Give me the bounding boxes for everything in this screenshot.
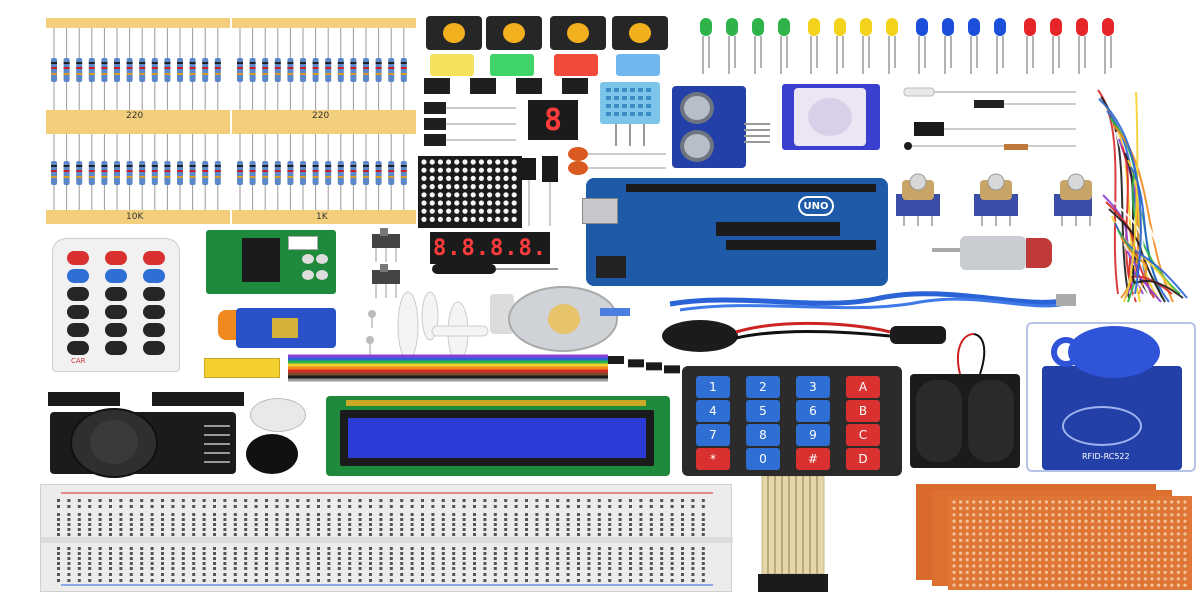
keypad-key: 3 <box>796 376 830 398</box>
misc-components <box>903 87 1076 150</box>
ir-remote: CAR <box>52 238 180 372</box>
remote-brand: CAR <box>71 357 86 365</box>
rfid-keyfob <box>1051 326 1160 378</box>
keypad-key: 5 <box>746 400 780 422</box>
usb-cable <box>669 291 1076 312</box>
buzzer-passive <box>250 398 306 432</box>
led-row <box>700 18 1114 74</box>
keypad-key: 1 <box>696 376 730 398</box>
keypad-key: B <box>846 400 880 422</box>
relay-module <box>204 358 280 378</box>
joystick-module <box>50 408 236 478</box>
battery-clip <box>662 320 946 352</box>
button-cap-yellow <box>430 54 474 76</box>
keypad-key: # <box>796 448 830 470</box>
battery-holder-wires <box>956 333 986 375</box>
keypad-ribbon <box>758 476 828 592</box>
rfid-label: RFID-RC522 <box>1082 452 1130 461</box>
header-pins <box>48 392 244 406</box>
jumper-wires-bundle <box>1097 89 1188 303</box>
resistor-label: 220 <box>126 111 144 121</box>
led-dot-matrix <box>418 156 522 228</box>
dc-motor <box>932 234 1052 272</box>
slide-switches <box>366 228 400 356</box>
rfid-module: RFID-RC522 <box>1042 366 1182 470</box>
keypad-key: 2 <box>746 376 780 398</box>
keypad-key: A <box>846 376 880 398</box>
resistor-label: 1K <box>316 212 328 222</box>
stepper-driver-board <box>206 230 336 294</box>
seven-segment-quad-digits: 8.8.8.8. <box>433 235 547 261</box>
keypad-key: 9 <box>796 424 830 446</box>
ultrasonic-sensor <box>672 86 746 168</box>
arduino-uno-board: UNO <box>582 178 888 286</box>
prototype-pcb-stack <box>916 484 1200 590</box>
servo-motor <box>216 300 340 358</box>
joystick-pins <box>204 425 230 463</box>
small-parts <box>522 147 666 226</box>
seven-segment-digit: 8 <box>543 102 563 138</box>
button-cap-blue <box>616 54 660 76</box>
ultrasonic-pins <box>744 123 770 143</box>
keypad-key: 0 <box>746 448 780 470</box>
keypad-key: * <box>696 448 730 470</box>
resistor-label: 10K <box>126 212 144 222</box>
resistor-pack-220-b: 220 <box>232 18 416 122</box>
servo-horns <box>397 291 489 363</box>
keypad-key: C <box>846 424 880 446</box>
arduino-board-label: UNO <box>803 200 829 212</box>
keypad-key: D <box>846 448 880 470</box>
lcd-1602-module <box>326 396 670 476</box>
ribbon-jumper-cable <box>288 354 680 385</box>
resistor-label: 220 <box>312 111 330 121</box>
seven-segment-single: 8 <box>528 100 578 140</box>
resistor-pack-10k: 10K <box>46 122 230 224</box>
tilt-switch <box>432 264 558 274</box>
push-buttons <box>422 16 672 78</box>
tactile-switches <box>424 78 590 96</box>
keypad-key: 8 <box>746 424 780 446</box>
keypad-key: 7 <box>696 424 730 446</box>
stepper-motor <box>490 280 632 358</box>
potentiometers <box>896 173 1092 226</box>
resistor-pack-1k: 1K <box>232 122 416 224</box>
button-cap-green <box>490 54 534 76</box>
dht11-sensor <box>600 82 660 124</box>
button-cap-red <box>554 54 598 76</box>
pir-sensor <box>782 84 880 150</box>
breadboard <box>40 484 733 592</box>
keypad-key: 4 <box>696 400 730 422</box>
dht11-pins <box>615 124 645 146</box>
resistor-pack-220-a: 220 <box>46 18 230 122</box>
battery-holder <box>910 374 1020 468</box>
seven-segment-quad: 8.8.8.8. <box>430 232 550 264</box>
transistors <box>424 102 516 146</box>
keypad-key: 6 <box>796 400 830 422</box>
buzzer-active <box>246 434 298 474</box>
